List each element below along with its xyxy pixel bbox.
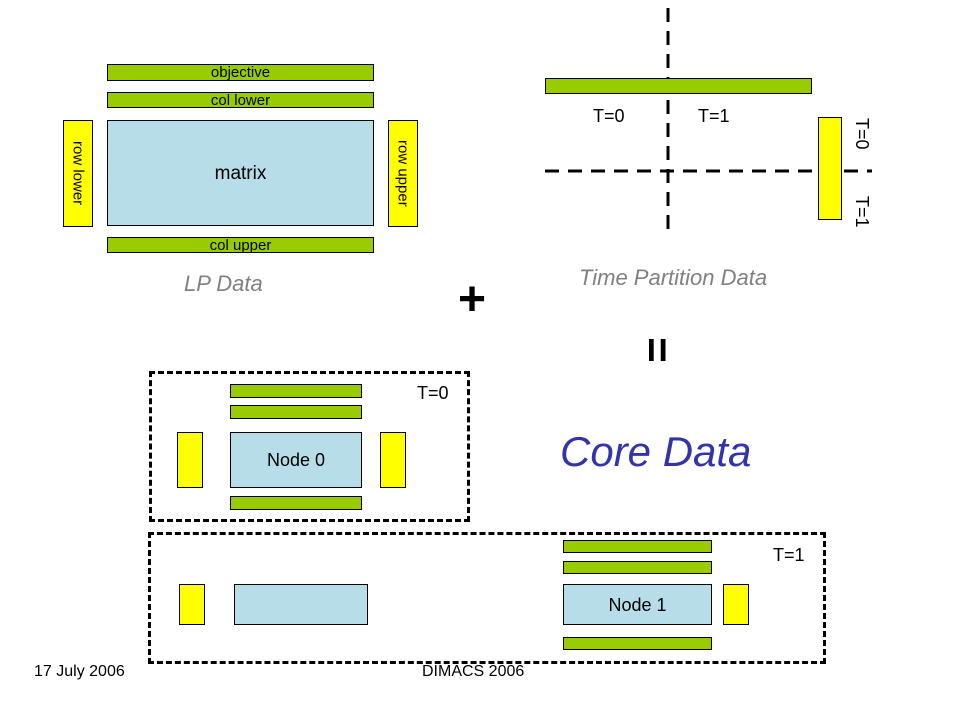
- row-lower-bar: row lower: [63, 120, 93, 227]
- lp-data-caption: LP Data: [184, 271, 263, 296]
- node1-matrix-box: Node 1: [563, 584, 712, 625]
- node0-col-upper-bar: [230, 496, 362, 510]
- node1-row-upper-bar: [723, 584, 749, 625]
- node0-time-box: [149, 371, 470, 522]
- matrix-label: matrix: [214, 162, 267, 184]
- plus-sign: +: [458, 273, 487, 326]
- node0-time-label: T=0: [417, 383, 449, 403]
- time-t1-vertical-label: T=1: [852, 196, 872, 228]
- time-yellow-bar: [818, 117, 842, 220]
- node0-row-upper-bar: [380, 432, 406, 488]
- node1-label: Node 1: [608, 594, 667, 615]
- objective-bar: objective: [107, 64, 374, 81]
- node1-time-box: [148, 532, 826, 664]
- node1-col-lower-bar: [563, 561, 712, 574]
- time-t1-horizontal-label: T=1: [698, 106, 730, 126]
- node1-time-label: T=1: [773, 545, 805, 565]
- core-data-title: Core Data: [560, 428, 752, 475]
- objective-label: objective: [210, 64, 271, 81]
- node0-col-lower-bar: [230, 405, 362, 419]
- node0-row-lower-bar: [177, 432, 203, 488]
- footer-date: 17 July 2006: [34, 663, 125, 680]
- footer-event: DIMACS 2006: [422, 663, 525, 680]
- time-partition-caption: Time Partition Data: [579, 265, 768, 290]
- matrix-box: matrix: [107, 120, 374, 226]
- time-green-bar: [545, 78, 812, 94]
- equals-sign: =: [632, 337, 682, 363]
- row-lower-label: row lower: [69, 141, 87, 206]
- node1-left-matrix-box: [234, 584, 368, 625]
- col-upper-label: col upper: [209, 236, 272, 254]
- node1-objective-bar: [563, 540, 712, 553]
- node1-col-upper-bar: [563, 637, 712, 650]
- col-lower-bar: col lower: [107, 92, 374, 108]
- col-upper-bar: col upper: [107, 237, 374, 253]
- row-upper-label: row upper: [394, 140, 412, 207]
- time-t0-vertical-label: T=0: [852, 118, 872, 150]
- time-t0-horizontal-label: T=0: [593, 106, 625, 126]
- node0-label: Node 0: [266, 450, 326, 470]
- node0-matrix-box: Node 0: [230, 432, 362, 488]
- col-lower-label: col lower: [210, 91, 271, 109]
- node1-left-row-bar: [179, 584, 205, 625]
- row-upper-bar: row upper: [388, 120, 418, 227]
- node0-objective-bar: [230, 384, 362, 398]
